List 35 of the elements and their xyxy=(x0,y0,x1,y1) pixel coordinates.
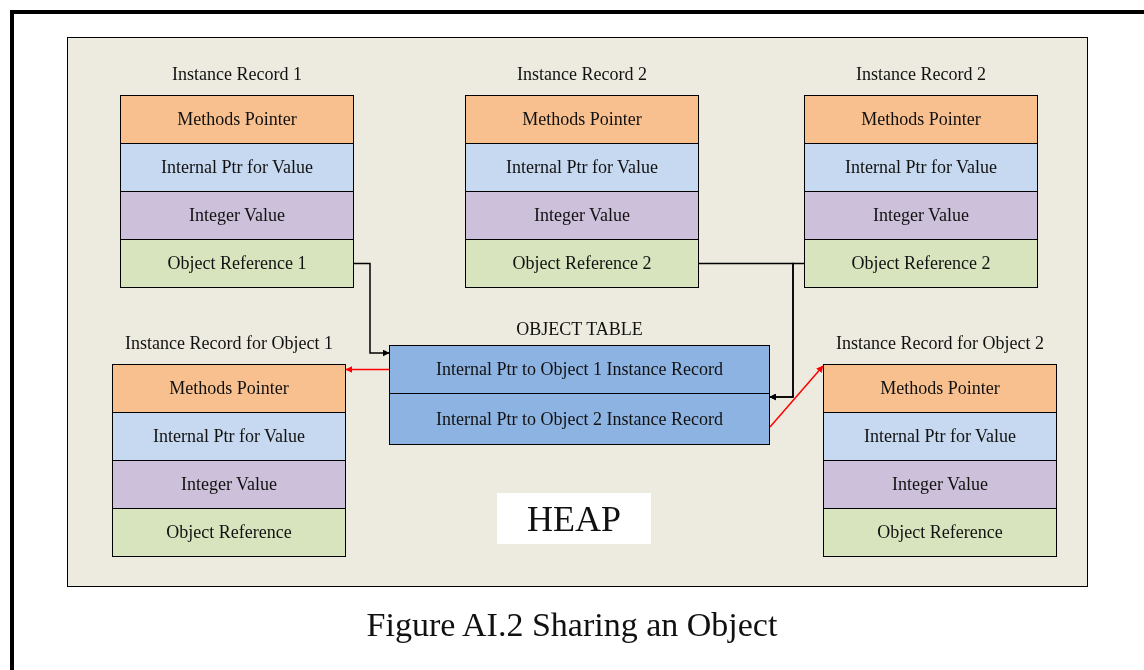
heap-panel xyxy=(67,37,1088,587)
record-field: Integer Value xyxy=(465,191,699,240)
record-field: Integer Value xyxy=(823,460,1057,509)
record-field: Integer Value xyxy=(120,191,354,240)
record-title: Instance Record 2 xyxy=(856,62,986,86)
record-field: Methods Pointer xyxy=(804,95,1038,144)
arrow xyxy=(345,366,390,373)
record-title: Instance Record 2 xyxy=(517,62,647,86)
record-field: Methods Pointer xyxy=(465,95,699,144)
table-title: OBJECT TABLE xyxy=(516,317,643,341)
arrow xyxy=(769,262,805,401)
record-field: Object Reference 2 xyxy=(465,239,699,288)
record-field: Integer Value xyxy=(804,191,1038,240)
record-field: Methods Pointer xyxy=(823,364,1057,413)
heap-label: HEAP xyxy=(497,493,651,544)
record-field: Internal Ptr for Value xyxy=(112,412,346,461)
arrow xyxy=(353,262,390,357)
record-field: Object Reference xyxy=(112,508,346,557)
record-title: Instance Record 1 xyxy=(172,62,302,86)
arrow xyxy=(769,365,824,428)
record-field: Methods Pointer xyxy=(112,364,346,413)
record-field: Object Reference 2 xyxy=(804,239,1038,288)
table-row: Internal Ptr to Object 1 Instance Record xyxy=(389,345,770,394)
table-row: Internal Ptr to Object 2 Instance Record xyxy=(389,393,770,445)
record-field: Methods Pointer xyxy=(120,95,354,144)
record-field: Internal Ptr for Value xyxy=(804,143,1038,192)
record-field: Internal Ptr for Value xyxy=(823,412,1057,461)
record-title: Instance Record for Object 1 xyxy=(125,332,333,355)
record-title: Instance Record for Object 2 xyxy=(836,332,1044,355)
record-field: Object Reference xyxy=(823,508,1057,557)
record-field: Integer Value xyxy=(112,460,346,509)
record-field: Internal Ptr for Value xyxy=(465,143,699,192)
figure-caption: Figure AI.2 Sharing an Object xyxy=(365,606,779,644)
record-field: Internal Ptr for Value xyxy=(120,143,354,192)
record-field: Object Reference 1 xyxy=(120,239,354,288)
